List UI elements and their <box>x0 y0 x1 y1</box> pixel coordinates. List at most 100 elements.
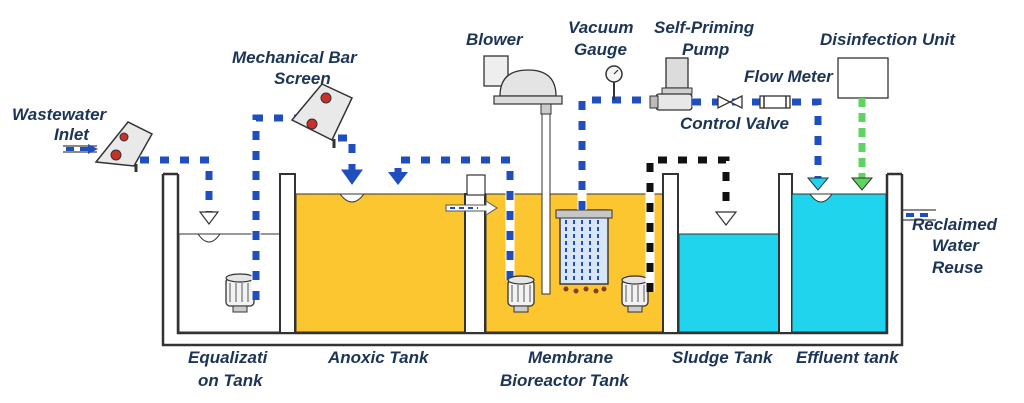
effluent-tank <box>791 193 887 333</box>
air-pipe <box>541 113 551 295</box>
basin-inner-floor <box>176 174 889 335</box>
pipe-screen-to-equalization <box>140 155 220 225</box>
label-bar-screen-1: Mechanical Bar <box>232 48 358 67</box>
label-wastewater-inlet-1: Wastewater <box>12 105 108 124</box>
label-vacuum-gauge-1: Vacuum <box>568 18 634 37</box>
mbr-return-pump-base <box>513 305 529 313</box>
tank-basin <box>161 172 904 347</box>
basin-outer-wall <box>161 174 904 347</box>
pipe-outlet-arrow-anoxic <box>341 169 363 185</box>
inlet-screen-roller-2 <box>119 132 129 142</box>
pipe-outlet-arrow-effluent <box>806 177 830 191</box>
label-wastewater-inlet-2: Inlet <box>54 125 90 144</box>
label-flow-meter: Flow Meter <box>744 67 834 86</box>
inflow-splash <box>197 233 221 243</box>
control-valve-right <box>728 94 743 110</box>
effluent-liquid <box>791 193 887 333</box>
label-blower: Blower <box>466 30 524 49</box>
disinfection-feed-arrow <box>850 177 874 191</box>
effluent-splash <box>809 193 833 203</box>
anoxic-splash <box>338 193 366 203</box>
flow-meter-body <box>759 95 791 109</box>
wall-eq-anoxic <box>279 173 296 334</box>
label-bar-screen-2: Screen <box>274 69 331 88</box>
pump-motor <box>665 57 689 89</box>
mbr-return-pump-ribs <box>511 285 531 302</box>
pipe-mbr-return-to-anoxic <box>388 155 515 280</box>
label-effluent-tank: Effluent tank <box>796 348 900 367</box>
pipe-eq-to-barscreen <box>251 113 300 300</box>
membrane-fibers <box>565 220 599 282</box>
mbr-return-pump-cap <box>507 275 535 285</box>
membrane-top-header <box>555 209 613 219</box>
pipe-sludge <box>645 155 738 292</box>
pipe-outlet-arrow-eq <box>198 211 220 225</box>
pump-coupling <box>661 87 693 95</box>
mechanical-bar-screen <box>290 83 354 148</box>
label-disinfection-unit: Disinfection Unit <box>820 30 956 49</box>
label-reclaimed-2: Water <box>932 236 980 255</box>
flow-meter[interactable] <box>759 95 791 109</box>
pump-inlet-flange <box>649 95 659 109</box>
wall-sludge-effluent <box>778 173 793 334</box>
blower-outlet <box>540 103 552 115</box>
reclaimed-outlet <box>903 209 936 221</box>
sludge-tank <box>678 173 793 334</box>
label-pump-2: Pump <box>682 40 729 59</box>
pipe-permeate <box>577 95 654 210</box>
eq-pump-cap <box>225 273 255 283</box>
pipe-barscreen-to-anoxic <box>338 133 363 185</box>
membrane-module <box>555 209 613 294</box>
aeration-bubble <box>563 286 569 292</box>
label-mbr-2: Bioreactor Tank <box>500 371 630 390</box>
vacuum-gauge[interactable] <box>605 65 623 100</box>
label-sludge-tank: Sludge Tank <box>672 348 774 367</box>
disinfection-box <box>837 57 889 99</box>
anoxic-tank <box>295 193 486 334</box>
pipe-outlet-arrow-sludge <box>714 211 738 226</box>
vacuum-gauge-needle <box>613 69 619 75</box>
label-pump-1: Self-Priming <box>654 18 755 37</box>
label-reclaimed-3: Reuse <box>932 258 983 277</box>
pump-casing <box>655 93 693 111</box>
equalization-pump <box>225 273 255 313</box>
aeration-bubble <box>593 288 599 294</box>
label-vacuum-gauge-2: Gauge <box>574 40 627 59</box>
inlet-arrow <box>88 144 98 154</box>
sludge-pump-cap <box>621 275 649 285</box>
self-priming-pump[interactable] <box>649 57 693 111</box>
control-valve-left <box>717 94 732 110</box>
label-mbr-1: Membrane <box>528 348 613 367</box>
wall-mbr-sludge <box>662 173 679 334</box>
sludge-liquid <box>678 233 780 333</box>
inlet-screen-body <box>94 121 154 167</box>
air-pipe-shaft <box>541 113 551 295</box>
aeration-bubble <box>573 288 579 294</box>
bar-screen-body <box>290 83 354 142</box>
bar-screen-roller-1 <box>306 118 318 130</box>
aeration-bubble <box>601 286 607 292</box>
disinfection-unit[interactable] <box>837 57 889 191</box>
pipe-outlet-arrow-return <box>388 172 408 185</box>
wall-anoxic-mbr <box>464 193 486 334</box>
eq-pump-base <box>232 305 248 313</box>
membrane-frame <box>559 209 609 285</box>
labels: Wastewater Inlet Mechanical Bar Screen B… <box>12 18 998 390</box>
label-equalization-1: Equalizati <box>188 348 269 367</box>
label-anoxic-tank: Anoxic Tank <box>327 348 430 367</box>
recirc-box <box>466 174 486 196</box>
sludge-pump-base <box>627 305 643 313</box>
sludge-pump-ribs <box>625 285 645 302</box>
inlet-pipe <box>63 144 98 154</box>
blower-base <box>493 95 563 105</box>
eq-pump-ribs <box>229 283 249 302</box>
bar-screen-roller-2 <box>320 92 332 104</box>
aeration-bubble <box>583 286 589 292</box>
label-equalization-2: on Tank <box>198 371 264 390</box>
blower <box>483 55 563 115</box>
control-valve[interactable] <box>717 94 743 110</box>
sludge-pump <box>621 275 649 313</box>
blower-housing <box>499 69 557 97</box>
anoxic-liquid <box>295 193 466 333</box>
